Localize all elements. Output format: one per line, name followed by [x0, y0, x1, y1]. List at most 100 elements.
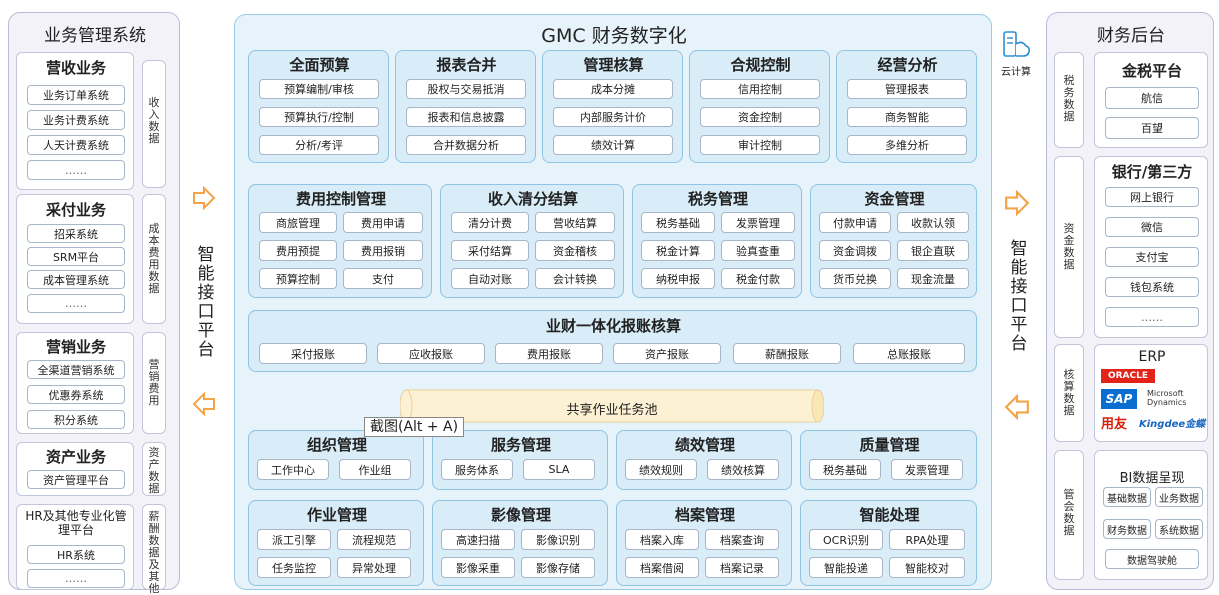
module-item[interactable]: 预算执行/控制 — [259, 107, 379, 127]
module-item[interactable]: 银企直联 — [897, 240, 969, 261]
task-pool-cylinder — [400, 389, 824, 423]
module-item[interactable]: 费用报账 — [495, 343, 603, 364]
module-item[interactable]: 营收结算 — [535, 212, 615, 233]
list-item[interactable]: 微信 — [1105, 217, 1199, 237]
module-item[interactable]: 采付报账 — [259, 343, 367, 364]
module-item[interactable]: OCR识别 — [809, 529, 883, 550]
module-item[interactable]: 影像采重 — [441, 557, 515, 578]
group-procurement: 采付业务 招采系统 SRM平台 成本管理系统 …… — [16, 194, 134, 324]
list-item[interactable]: 业务计费系统 — [27, 110, 125, 130]
label-fund-data-text: 资金数据 — [1063, 222, 1075, 271]
module-item[interactable]: 成本分摊 — [553, 79, 673, 99]
module-item[interactable]: 采付结算 — [451, 240, 529, 261]
module-item[interactable]: 派工引擎 — [257, 529, 331, 550]
module-item[interactable]: 异常处理 — [337, 557, 411, 578]
module-item[interactable]: 货币兑换 — [819, 268, 891, 289]
module-item[interactable]: 绩效规则 — [625, 459, 697, 480]
module-item[interactable]: 信用控制 — [700, 79, 820, 99]
list-item[interactable]: …… — [1105, 307, 1199, 327]
module-item[interactable]: 付款申请 — [819, 212, 891, 233]
list-item[interactable]: …… — [27, 294, 125, 313]
list-item[interactable]: …… — [27, 569, 125, 588]
module-item[interactable]: 管理报表 — [847, 79, 967, 99]
module-item[interactable]: 预算控制 — [259, 268, 337, 289]
list-item[interactable]: 支付宝 — [1105, 247, 1199, 267]
list-item[interactable]: 优惠券系统 — [27, 385, 125, 404]
module-item[interactable]: 服务体系 — [441, 459, 513, 480]
module-item[interactable]: 档案查询 — [705, 529, 779, 550]
module-item[interactable]: 绩效计算 — [553, 135, 673, 155]
module-item[interactable]: 合并数据分析 — [406, 135, 526, 155]
module-item[interactable]: 税金计算 — [641, 240, 715, 261]
list-item[interactable]: 招采系统 — [27, 224, 125, 243]
module-item[interactable]: 费用预提 — [259, 240, 337, 261]
list-item[interactable]: 钱包系统 — [1105, 277, 1199, 297]
module-item[interactable]: 自动对账 — [451, 268, 529, 289]
module-item[interactable]: 资金稽核 — [535, 240, 615, 261]
module-item[interactable]: 资产报账 — [613, 343, 721, 364]
module-item[interactable]: 智能投递 — [809, 557, 883, 578]
list-item[interactable]: 航信 — [1105, 87, 1199, 109]
module-item[interactable]: 影像识别 — [521, 529, 595, 550]
module-item[interactable]: RPA处理 — [889, 529, 965, 550]
module-item[interactable]: 股权与交易抵消 — [406, 79, 526, 99]
module-item[interactable]: 智能校对 — [889, 557, 965, 578]
list-item[interactable]: 网上银行 — [1105, 187, 1199, 207]
module-item[interactable]: 商务智能 — [847, 107, 967, 127]
list-item[interactable]: 成本管理系统 — [27, 270, 125, 289]
module-item[interactable]: 费用申请 — [343, 212, 423, 233]
list-item[interactable]: 全渠道营销系统 — [27, 360, 125, 379]
list-item[interactable]: 财务数据 — [1103, 519, 1151, 539]
module-item[interactable]: 税务基础 — [809, 459, 881, 480]
list-item[interactable]: 业务数据 — [1155, 487, 1203, 507]
module-item[interactable]: 流程规范 — [337, 529, 411, 550]
module-item[interactable]: 影像存储 — [521, 557, 595, 578]
module-item[interactable]: 资金调拨 — [819, 240, 891, 261]
list-item[interactable]: …… — [27, 160, 125, 180]
list-item[interactable]: 系统数据 — [1155, 519, 1203, 539]
module-item[interactable]: 任务监控 — [257, 557, 331, 578]
module-item[interactable]: 资金控制 — [700, 107, 820, 127]
list-item[interactable]: 业务订单系统 — [27, 85, 125, 105]
list-item[interactable]: 资产管理平台 — [27, 470, 125, 489]
module-item[interactable]: 费用报销 — [343, 240, 423, 261]
module-item[interactable]: 商旅管理 — [259, 212, 337, 233]
module-item[interactable]: 绩效核算 — [707, 459, 779, 480]
module-item[interactable]: 收款认领 — [897, 212, 969, 233]
module-item[interactable]: 报表和信息披露 — [406, 107, 526, 127]
module-item[interactable]: 发票管理 — [721, 212, 795, 233]
list-item[interactable]: 数据驾驶舱 — [1105, 549, 1199, 569]
list-item[interactable]: HR系统 — [27, 545, 125, 564]
module-item[interactable]: 税务基础 — [641, 212, 715, 233]
group-budget: 全面预算 预算编制/审核 预算执行/控制 分析/考评 — [248, 50, 389, 163]
module-item[interactable]: 发票管理 — [891, 459, 963, 480]
module-item[interactable]: 支付 — [343, 268, 423, 289]
module-item[interactable]: 薪酬报账 — [733, 343, 841, 364]
module-item[interactable]: 多维分析 — [847, 135, 967, 155]
module-item[interactable]: 预算编制/审核 — [259, 79, 379, 99]
module-item[interactable]: 作业组 — [339, 459, 411, 480]
module-item[interactable]: 高速扫描 — [441, 529, 515, 550]
list-item[interactable]: 基础数据 — [1103, 487, 1151, 507]
module-item[interactable]: 工作中心 — [257, 459, 329, 480]
module-item[interactable]: 会计转换 — [535, 268, 615, 289]
module-item[interactable]: 现金流量 — [897, 268, 969, 289]
list-item[interactable]: SRM平台 — [27, 247, 125, 266]
module-item[interactable]: 验真查重 — [721, 240, 795, 261]
module-item[interactable]: 档案记录 — [705, 557, 779, 578]
group-smart: 智能处理 OCR识别 RPA处理 智能投递 智能校对 — [800, 500, 977, 586]
module-item[interactable]: 档案入库 — [625, 529, 699, 550]
module-item[interactable]: 税金付款 — [721, 268, 795, 289]
list-item[interactable]: 积分系统 — [27, 410, 125, 429]
list-item[interactable]: 人天计费系统 — [27, 135, 125, 155]
module-item[interactable]: 内部服务计价 — [553, 107, 673, 127]
module-item[interactable]: 清分计费 — [451, 212, 529, 233]
module-item[interactable]: 纳税申报 — [641, 268, 715, 289]
module-item[interactable]: 分析/考评 — [259, 135, 379, 155]
module-item[interactable]: 总账报账 — [853, 343, 965, 364]
module-item[interactable]: 档案借阅 — [625, 557, 699, 578]
list-item[interactable]: 百望 — [1105, 117, 1199, 139]
module-item[interactable]: SLA — [523, 459, 595, 480]
module-item[interactable]: 审计控制 — [700, 135, 820, 155]
module-item[interactable]: 应收报账 — [377, 343, 485, 364]
